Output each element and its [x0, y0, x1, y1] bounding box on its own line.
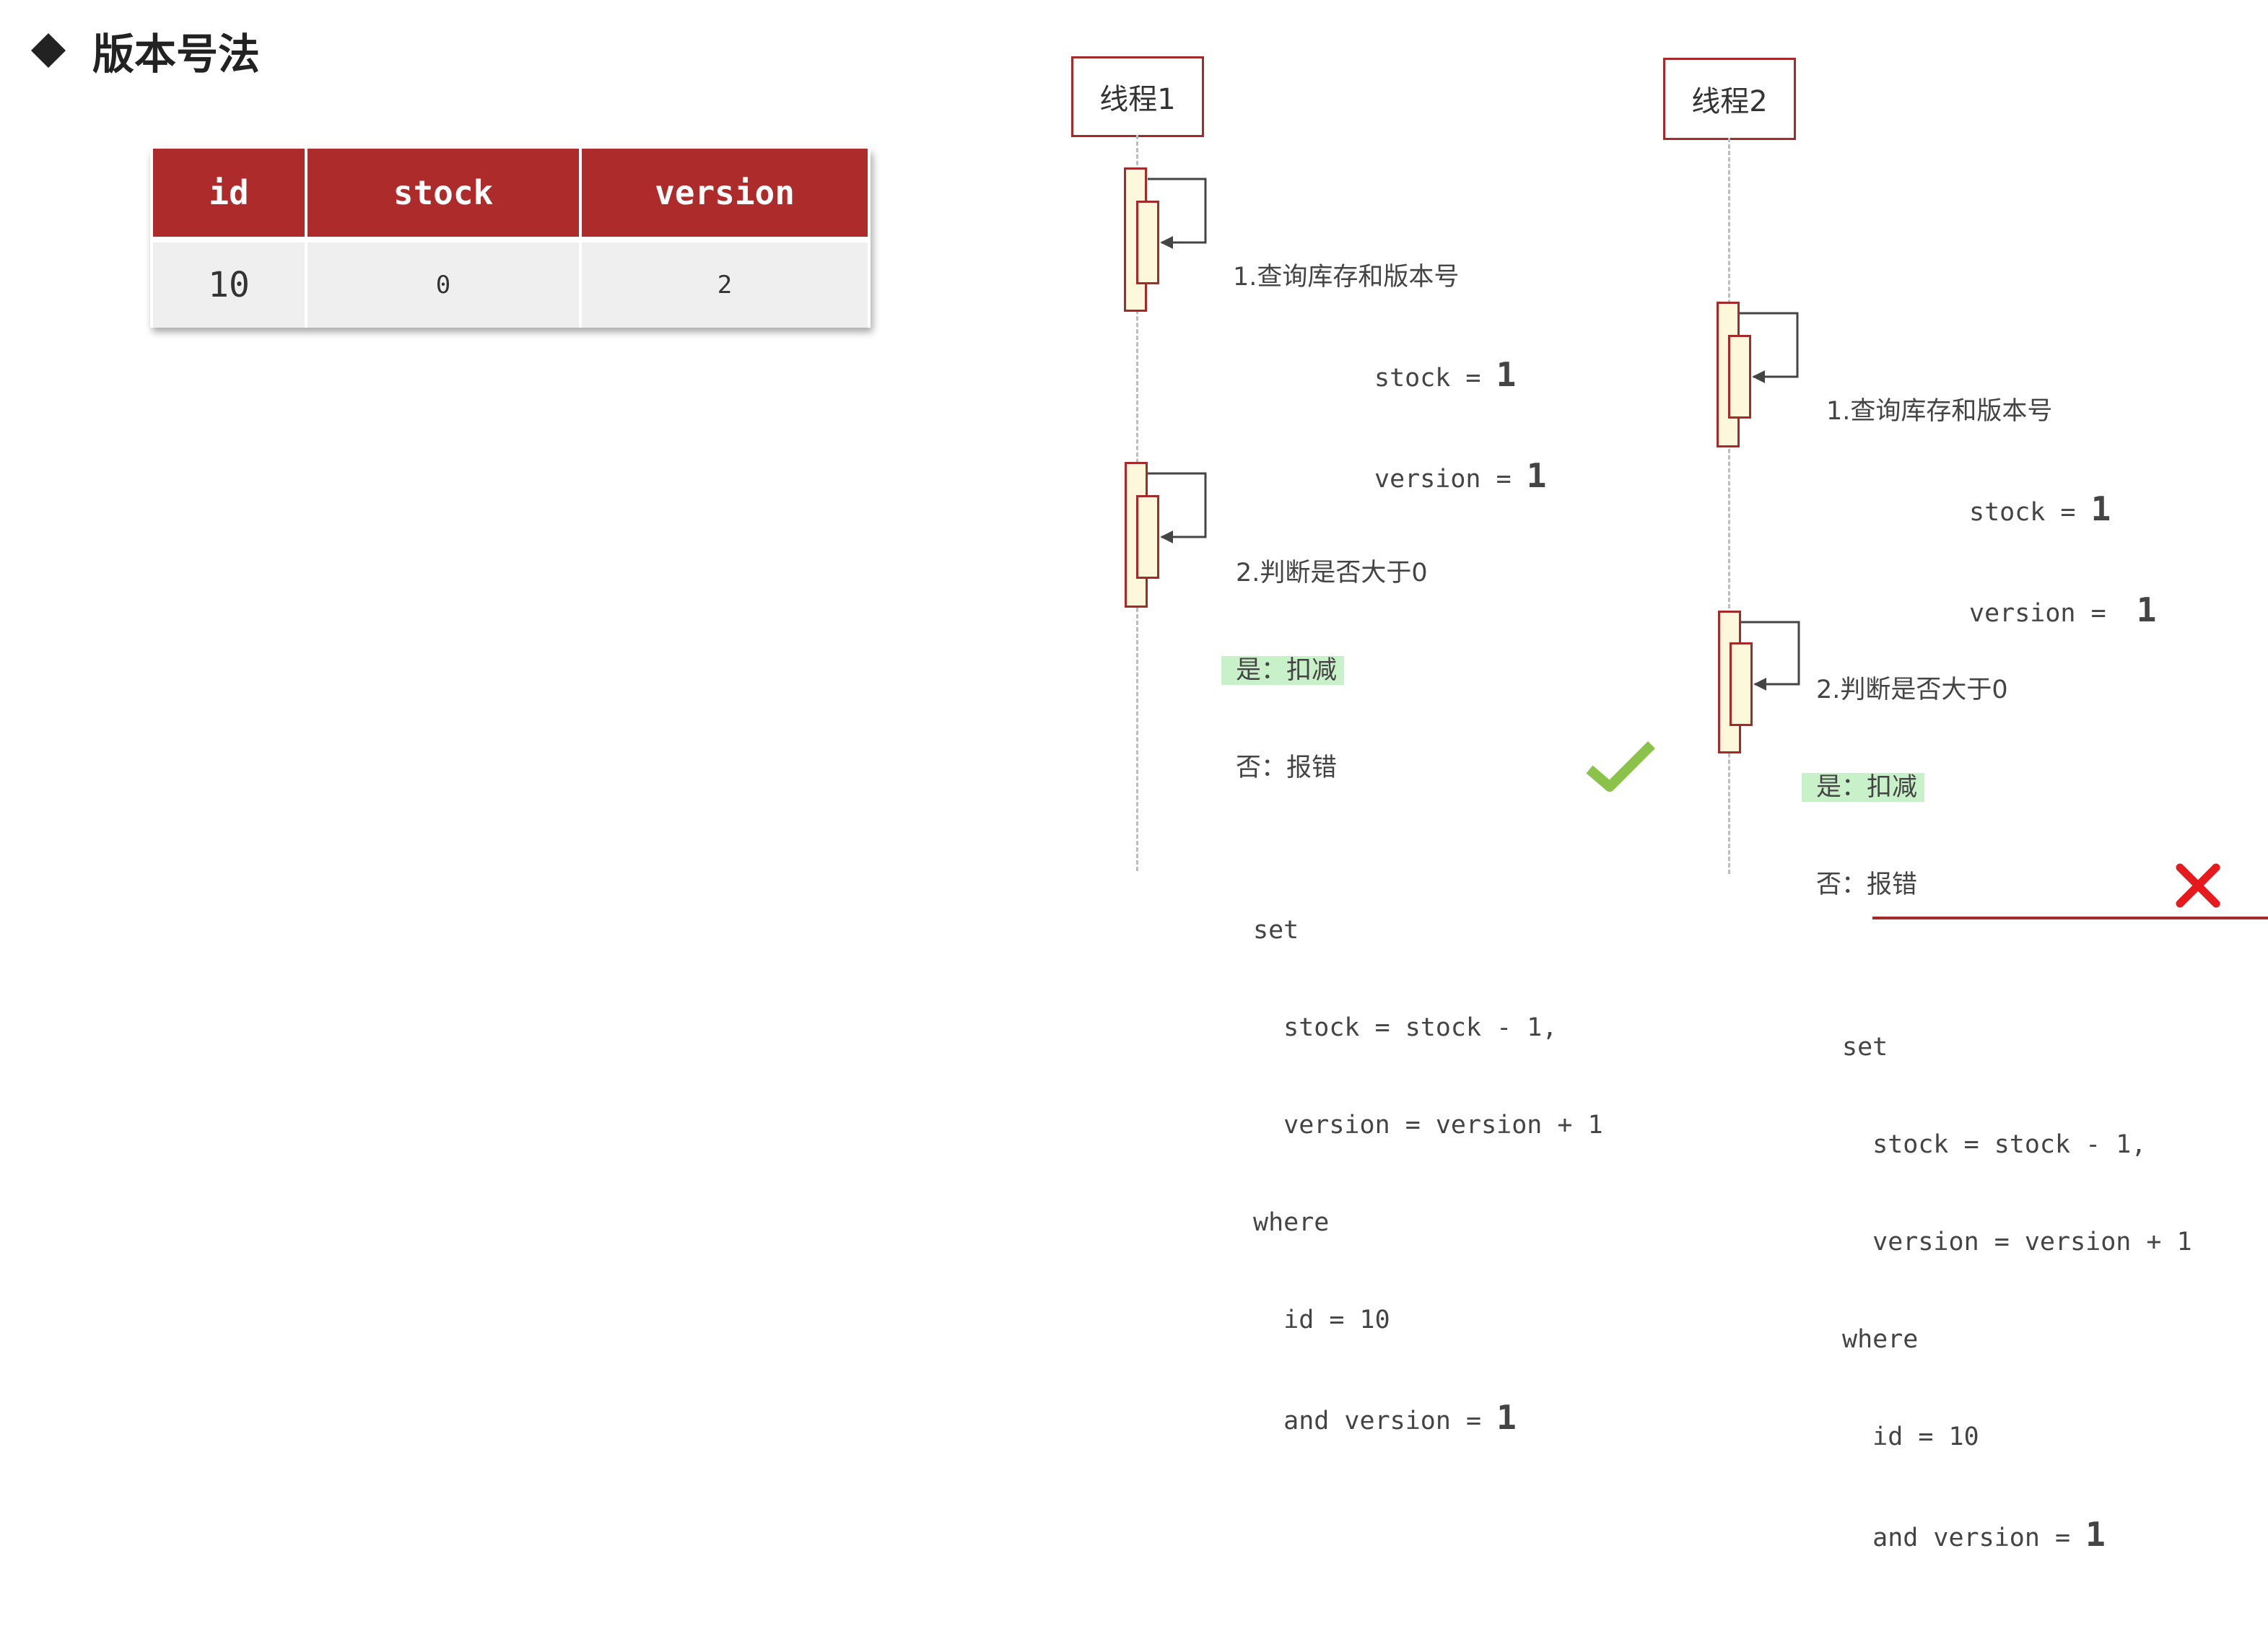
self-call-arrow-3 — [1740, 312, 1799, 383]
sql-line: and version = 1 — [1842, 1515, 2106, 1554]
thread-2-label: 线程2 — [1691, 85, 1768, 118]
thread-1-version-value: 1 — [1526, 456, 1547, 495]
thread-1-sql: set stock = stock - 1, version = version… — [1236, 849, 1603, 1503]
table-row: 10 0 2 — [153, 237, 868, 328]
page-title: 版本号法 — [92, 31, 261, 78]
self-call-arrow-1 — [1148, 178, 1207, 249]
thread-2-version-line: version = 1 — [1969, 590, 2157, 629]
header-id: id — [153, 149, 305, 237]
bottom-accent-line — [1872, 917, 2268, 919]
sql-line: stock = stock - 1, — [1842, 1130, 2147, 1159]
check-icon — [1586, 741, 1655, 792]
self-call-arrow-4 — [1741, 621, 1800, 691]
sql-line: and version = 1 — [1253, 1398, 1517, 1437]
thread-2-check-note: 2.判断是否大于0 是：扣减 否：报错 set stock = stock - … — [1802, 609, 2192, 1652]
table-header-row: id stock version — [153, 149, 868, 237]
thread-1-stock-value: 1 — [1496, 355, 1517, 394]
sql-line: where — [1842, 1325, 1919, 1354]
thread-2-query-note: 1.查询库存和版本号 stock = 1 version = 1 — [1826, 331, 2157, 663]
sql-line: set — [1842, 1033, 1888, 1062]
thread-1-query-label: 1.查询库存和版本号 — [1233, 263, 1460, 292]
header-stock: stock — [308, 149, 579, 237]
thread-1-query-note: 1.查询库存和版本号 stock = 1 version = 1 — [1233, 196, 1546, 528]
thread-1-check-note: 2.判断是否大于0 是：扣减 否：报错 set stock = stock - … — [1221, 492, 1603, 1535]
thread-2-version-condition: 1 — [2085, 1515, 2106, 1554]
db-table: id stock version 10 0 2 — [150, 149, 871, 328]
sql-line: version = version + 1 — [1253, 1111, 1603, 1140]
thread-1-box: 线程1 — [1071, 56, 1204, 137]
thread-1-yes-branch: 是：扣减 — [1221, 656, 1345, 685]
sql-line: version = version + 1 — [1842, 1228, 2192, 1257]
thread-2-version-value: 1 — [2136, 590, 2157, 629]
thread-1-label: 线程1 — [1099, 83, 1176, 116]
cell-id: 10 — [153, 237, 305, 328]
thread-1-version-condition: 1 — [1496, 1398, 1517, 1437]
thread-2-no-branch: 否：报错 — [1816, 870, 1918, 899]
thread-2-yes-branch: 是：扣减 — [1802, 773, 1925, 802]
thread-1-activation-1-nested — [1136, 201, 1159, 284]
thread-2-stock-line: stock = 1 — [1969, 489, 2111, 528]
slide-title: 版本号法 — [30, 22, 261, 79]
thread-2-check-label: 2.判断是否大于0 — [1816, 676, 2008, 704]
thread-2-activation-1-nested — [1728, 335, 1751, 419]
thread-1-no-branch: 否：报错 — [1236, 753, 1338, 782]
cross-icon — [2176, 863, 2220, 908]
self-call-arrow-2 — [1148, 472, 1207, 543]
sql-line: stock = stock - 1, — [1253, 1013, 1558, 1042]
cell-version: 2 — [582, 237, 868, 328]
thread-1-stock-line: stock = 1 — [1374, 355, 1517, 394]
self-call-arrows — [1148, 178, 1800, 691]
sql-line: where — [1253, 1208, 1330, 1237]
thread-2-sql: set stock = stock - 1, version = version… — [1816, 966, 2192, 1620]
sql-line: id = 10 — [1253, 1306, 1390, 1334]
thread-2-query-label: 1.查询库存和版本号 — [1826, 397, 2053, 426]
thread-1-version-line: version = 1 — [1374, 456, 1547, 495]
header-version: version — [582, 149, 868, 237]
cell-stock: 0 — [308, 237, 579, 328]
thread-2-activation-2-nested — [1730, 642, 1753, 726]
thread-1-activation-2-nested — [1136, 495, 1159, 579]
thread-2-stock-value: 1 — [2090, 489, 2111, 528]
thread-2-box: 线程2 — [1663, 58, 1796, 140]
thread-1-check-label: 2.判断是否大于0 — [1236, 559, 1428, 587]
sql-line: id = 10 — [1842, 1422, 1979, 1451]
thread-2-lifeline — [1728, 138, 1730, 874]
